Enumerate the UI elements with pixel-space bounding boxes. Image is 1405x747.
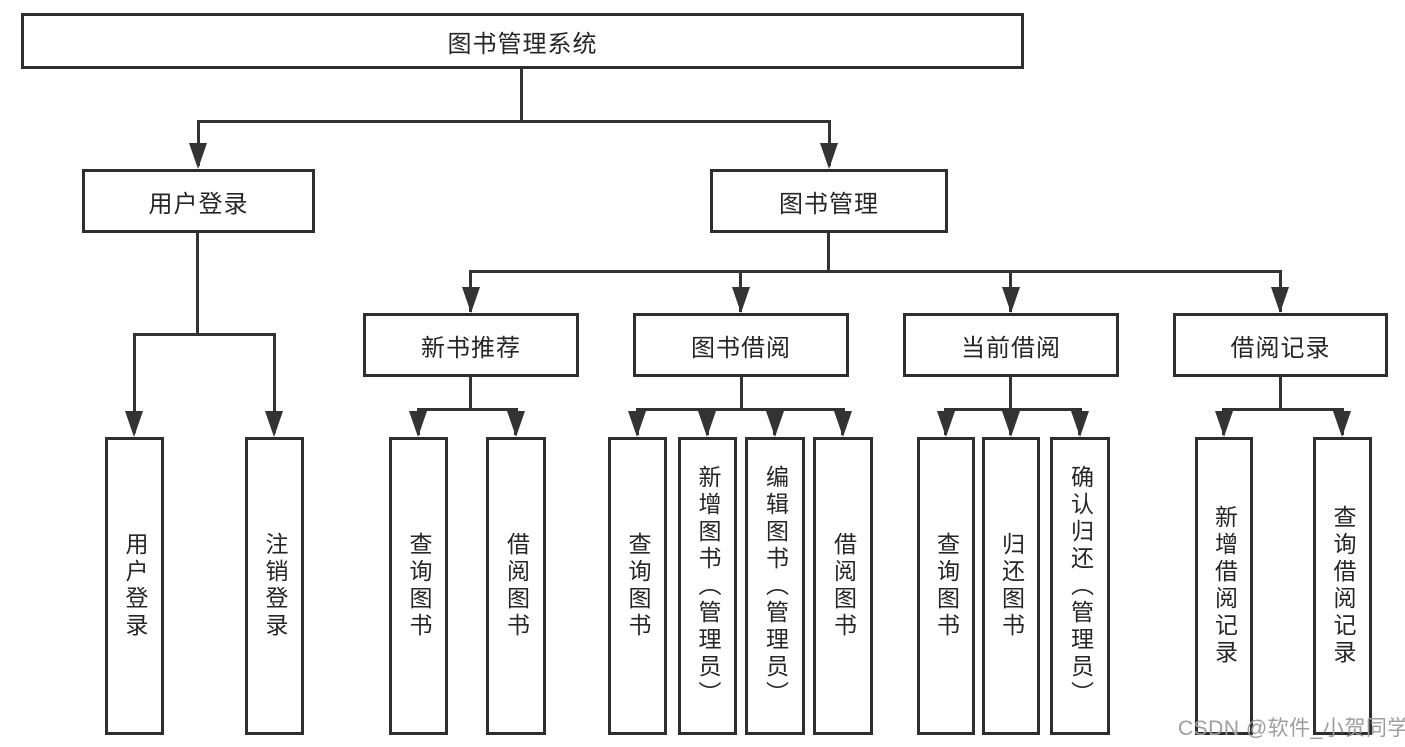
leaf-label: 确认归还（管理员） <box>1067 464 1094 708</box>
node-new-book-recommend: 新书推荐 <box>363 313 579 377</box>
arrow-down-icon <box>1271 287 1289 313</box>
leaf-label: 注销登录 <box>262 532 288 640</box>
leaf-query-borrow-record: 查询借阅记录 <box>1313 437 1372 735</box>
leaf-label: 借阅图书 <box>830 532 857 640</box>
node-label: 图书管理系统 <box>447 30 598 58</box>
leaf-label: 借阅图书 <box>503 532 530 640</box>
leaf-return-books: 归还图书 <box>982 437 1040 735</box>
arrow-down-icon <box>1333 411 1351 437</box>
arrow-down-icon <box>462 287 480 313</box>
connector-stem <box>196 231 199 335</box>
arrow-down-icon <box>732 287 750 313</box>
leaf-label: 归还图书 <box>998 532 1025 640</box>
node-label: 图书借阅 <box>691 334 791 362</box>
leaf-label: 新增图书（管理员） <box>695 464 721 708</box>
leaf-confirm-return-admin: 确认归还（管理员） <box>1050 437 1110 735</box>
leaf-label: 新增借阅记录 <box>1211 505 1238 667</box>
arrow-down-icon <box>1215 411 1233 437</box>
node-current-borrow: 当前借阅 <box>903 313 1119 377</box>
arrow-down-icon <box>507 411 525 437</box>
arrow-down-icon <box>409 411 427 437</box>
node-label: 用户登录 <box>148 190 249 218</box>
arrow-down-icon <box>189 143 207 169</box>
connector-stem <box>1009 375 1012 411</box>
leaf-query-books: 查询图书 <box>389 437 448 735</box>
leaf-label: 编辑图书（管理员） <box>762 464 789 708</box>
connector-bus <box>636 408 845 411</box>
node-book-management: 图书管理 <box>710 169 948 233</box>
leaf-label: 用户登录 <box>122 532 148 640</box>
connector-stem <box>1279 375 1282 411</box>
node-book-borrow: 图书借阅 <box>633 313 849 377</box>
leaf-borrow-books: 借阅图书 <box>813 437 873 735</box>
leaf-label: 查询图书 <box>933 532 960 640</box>
connector-stem <box>469 375 472 411</box>
node-label: 借阅记录 <box>1230 334 1331 362</box>
leaf-borrow-books: 借阅图书 <box>486 437 546 735</box>
arrow-down-icon <box>937 411 955 437</box>
leaf-add-borrow-record: 新增借阅记录 <box>1195 437 1253 735</box>
connector-bus <box>469 270 1281 273</box>
arrow-down-icon <box>1071 411 1089 437</box>
arrow-down-icon <box>820 143 838 169</box>
leaf-label: 查询借阅记录 <box>1330 505 1356 667</box>
node-label: 当前借阅 <box>961 334 1061 362</box>
watermark: CSDN @软件_小贺同学 <box>1178 717 1405 740</box>
arrow-down-icon <box>1002 287 1020 313</box>
connector-bus <box>1222 408 1344 411</box>
leaf-user-login: 用户登录 <box>105 437 164 735</box>
node-user-login: 用户登录 <box>82 169 315 233</box>
arrow-down-icon <box>125 411 143 437</box>
arrow-down-icon <box>766 411 784 437</box>
connector-stem <box>520 67 523 122</box>
connector-drop <box>133 333 136 433</box>
arrow-down-icon <box>628 411 646 437</box>
connector-drop <box>273 333 276 433</box>
arrow-down-icon <box>698 411 716 437</box>
node-label: 图书管理 <box>779 190 879 218</box>
connector-bus <box>417 408 518 411</box>
arrow-down-icon <box>834 411 852 437</box>
arrow-down-icon <box>265 411 283 437</box>
arrow-down-icon <box>1002 411 1020 437</box>
leaf-edit-books-admin: 编辑图书（管理员） <box>745 437 805 735</box>
node-borrow-records: 借阅记录 <box>1173 313 1388 377</box>
leaf-label: 查询图书 <box>625 532 651 640</box>
connector-bus <box>197 120 831 123</box>
leaf-label: 查询图书 <box>406 532 432 640</box>
leaf-query-books: 查询图书 <box>917 437 975 735</box>
node-label: 新书推荐 <box>421 334 521 362</box>
connector-stem <box>740 375 743 411</box>
connector-bus <box>133 333 276 336</box>
node-library-system: 图书管理系统 <box>21 13 1024 69</box>
connector-stem <box>827 231 830 272</box>
leaf-logout: 注销登录 <box>245 437 304 735</box>
leaf-query-books: 查询图书 <box>608 437 667 735</box>
connector-bus <box>944 408 1082 411</box>
leaf-add-books-admin: 新增图书（管理员） <box>678 437 737 735</box>
